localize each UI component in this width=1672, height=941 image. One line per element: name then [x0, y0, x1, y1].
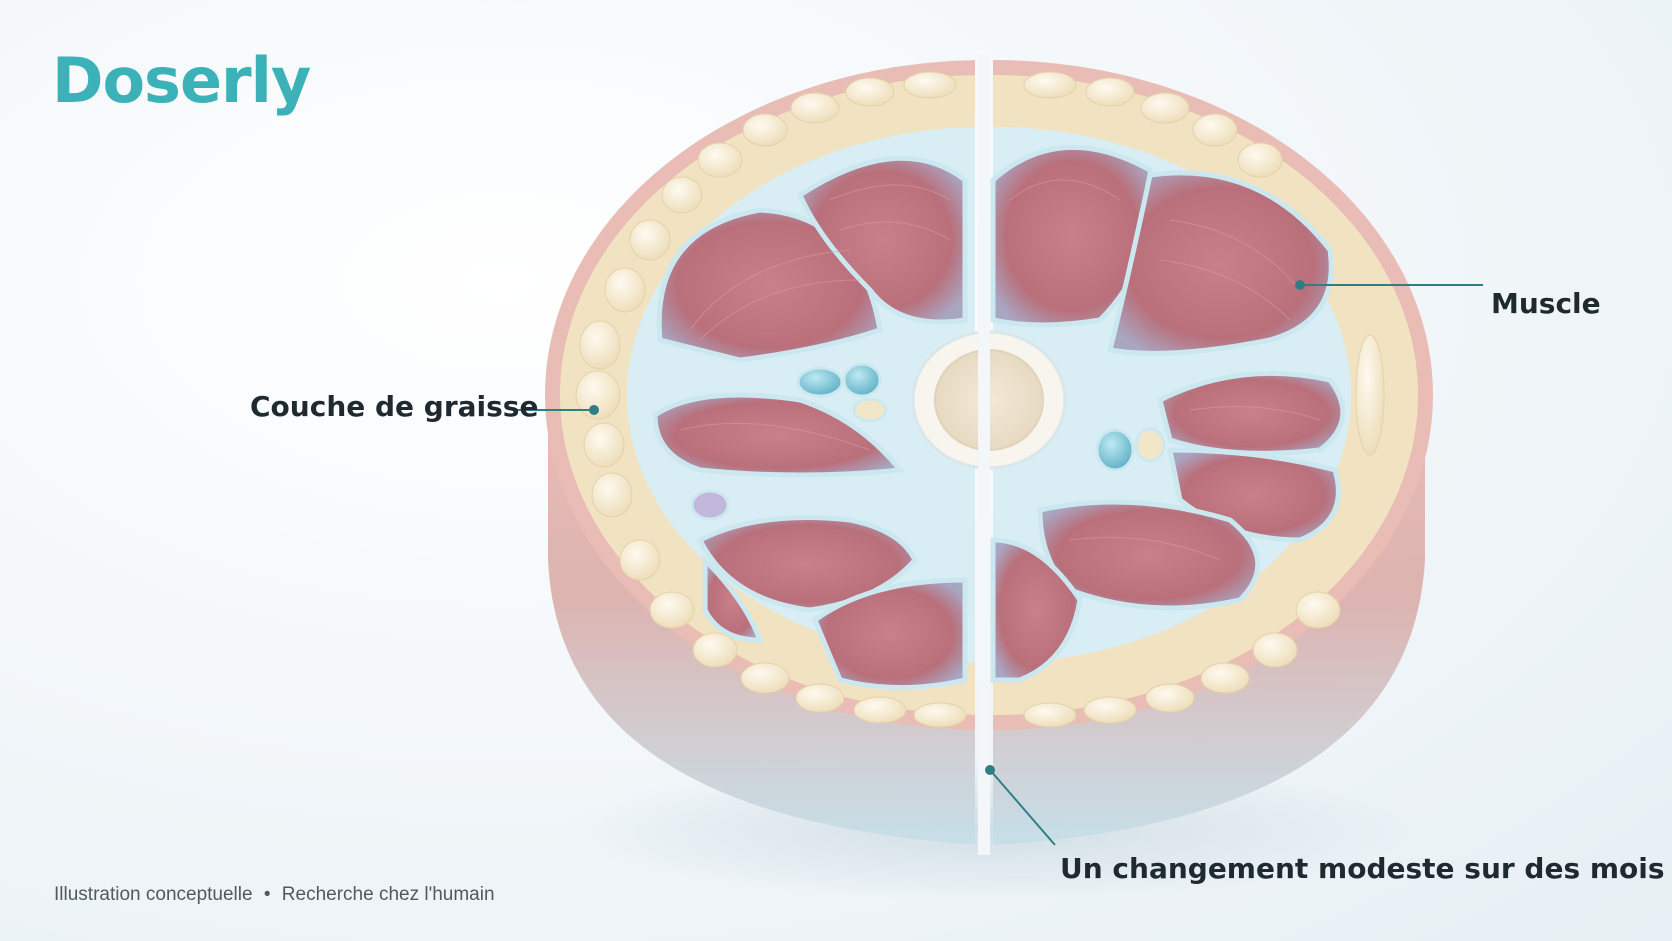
- leader-dots: [589, 280, 1305, 775]
- change-label: Un changement modeste sur des mois: [1060, 852, 1665, 885]
- muscle-bundles: [652, 144, 1346, 690]
- leader-lines: [515, 284, 1483, 846]
- footer-caption: Illustration conceptuelle • Recherche ch…: [54, 884, 495, 906]
- blood-vessels: [690, 362, 1166, 521]
- fat-layer-label: Couche de graisse: [250, 390, 539, 423]
- brand-logo: Doserly: [52, 44, 311, 117]
- section-split-gap: [978, 55, 990, 855]
- footer-caption-right: Recherche chez l'humain: [281, 884, 495, 905]
- muscle-label: Muscle: [1491, 287, 1601, 320]
- footer-caption-left: Illustration conceptuelle: [54, 884, 253, 905]
- fat-globules: [575, 71, 1385, 728]
- muscle-fibers: [679, 179, 1321, 561]
- footer-separator: •: [263, 884, 271, 905]
